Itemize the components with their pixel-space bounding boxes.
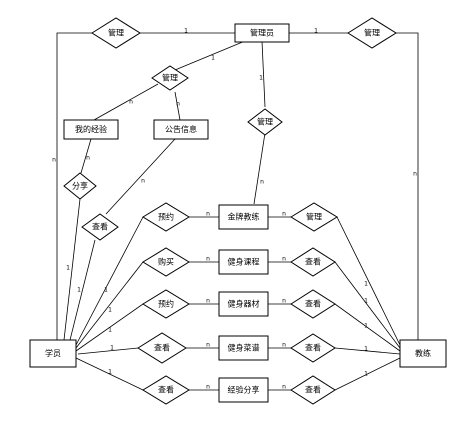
entity-notice-label: 公告信息 bbox=[165, 124, 197, 134]
relationship-view-recipe: 查看 bbox=[137, 332, 187, 364]
entity-fitness-course: 健身课程 bbox=[218, 249, 269, 275]
cardinality-one: 1 bbox=[66, 265, 70, 272]
cardinality-many: n bbox=[141, 178, 145, 185]
relationship-coach-manage-private: 管理 bbox=[290, 202, 338, 232]
relationship-coach-view-course: 查看 bbox=[290, 247, 336, 277]
relationship-book-equipment: 预约 bbox=[142, 289, 190, 319]
cardinality-many: n bbox=[206, 256, 210, 263]
cardinality-many: n bbox=[282, 298, 286, 305]
relationship-coach-view-course-label: 查看 bbox=[305, 257, 321, 267]
cardinality-many: n bbox=[206, 298, 210, 305]
entity-my-experience: 我的经验 bbox=[63, 119, 119, 140]
cardinality-one: 1 bbox=[364, 281, 368, 288]
relationship-view-notice-label: 查看 bbox=[92, 222, 108, 232]
cardinality-one: 1 bbox=[211, 55, 215, 62]
cardinality-many: n bbox=[206, 384, 210, 391]
relationship-share-label: 分享 bbox=[72, 181, 88, 191]
entity-experience-share-label: 经验分享 bbox=[228, 385, 260, 395]
entity-fitness-recipe: 健身菜谱 bbox=[218, 335, 269, 361]
relationship-coach-view-recipe-label: 查看 bbox=[305, 343, 321, 353]
entity-fitness-course-label: 健身课程 bbox=[228, 257, 260, 267]
relationship-coach-view-equipment: 查看 bbox=[290, 289, 336, 319]
cardinality-labels: 1 1 n n 1 n n 1 n n 1 n 1 n n n n n n n … bbox=[52, 28, 417, 391]
entity-student: 学员 bbox=[29, 339, 77, 368]
cardinality-many: n bbox=[206, 342, 210, 349]
cardinality-one: 1 bbox=[259, 75, 263, 82]
relationship-admin-student-label: 管理 bbox=[108, 28, 124, 38]
relationship-admin-private-coach-label: 管理 bbox=[257, 117, 273, 127]
cardinality-one: 1 bbox=[314, 28, 318, 35]
cardinality-many: n bbox=[260, 179, 264, 186]
cardinality-many: n bbox=[52, 157, 56, 164]
entity-experience-share: 经验分享 bbox=[218, 377, 269, 403]
relationship-share: 分享 bbox=[63, 172, 97, 200]
entity-fitness-equipment: 健身器材 bbox=[218, 291, 269, 317]
cardinality-one: 1 bbox=[108, 327, 112, 334]
connector-lines bbox=[56, 32, 419, 391]
cardinality-many: n bbox=[129, 99, 133, 106]
relationship-admin-student: 管理 bbox=[91, 17, 141, 49]
cardinality-one: 1 bbox=[108, 369, 112, 376]
relationship-book-coach: 预约 bbox=[142, 202, 190, 232]
relationship-buy-course-label: 购买 bbox=[158, 257, 174, 267]
cardinality-many: n bbox=[86, 155, 90, 162]
cardinality-many: n bbox=[413, 171, 417, 178]
cardinality-one: 1 bbox=[104, 287, 108, 294]
cardinality-one: 1 bbox=[184, 28, 188, 35]
cardinality-one: 1 bbox=[364, 346, 368, 353]
relationship-coach-view-recipe: 查看 bbox=[290, 333, 336, 363]
relationship-view-share-label: 查看 bbox=[158, 385, 174, 395]
relationship-coach-view-share-label: 查看 bbox=[305, 385, 321, 395]
relationship-book-equipment-label: 预约 bbox=[158, 299, 174, 309]
entity-my-experience-label: 我的经验 bbox=[75, 124, 107, 134]
relationship-admin-coach: 管理 bbox=[347, 17, 397, 49]
cardinality-one: 1 bbox=[110, 345, 114, 352]
relationship-admin-info: 管理 bbox=[151, 65, 189, 91]
relationship-coach-view-equipment-label: 查看 bbox=[305, 299, 321, 309]
cardinality-many: n bbox=[282, 256, 286, 263]
entity-private-coach: 金牌教练 bbox=[218, 204, 269, 230]
relationship-admin-coach-label: 管理 bbox=[364, 28, 380, 38]
cardinality-one: 1 bbox=[77, 287, 81, 294]
entity-private-coach-label: 金牌教练 bbox=[228, 212, 260, 222]
entity-admin: 管理员 bbox=[234, 23, 290, 43]
relationship-book-coach-label: 预约 bbox=[158, 212, 174, 222]
cardinality-many: n bbox=[206, 211, 210, 218]
cardinality-many: n bbox=[282, 384, 286, 391]
entity-admin-label: 管理员 bbox=[250, 28, 274, 38]
relationship-view-notice: 查看 bbox=[81, 213, 119, 241]
cardinality-one: 1 bbox=[364, 323, 368, 330]
relationship-coach-view-share: 查看 bbox=[290, 375, 336, 405]
relationship-view-recipe-label: 查看 bbox=[154, 343, 170, 353]
relationship-buy-course: 购买 bbox=[142, 247, 190, 277]
entity-fitness-recipe-label: 健身菜谱 bbox=[228, 343, 260, 353]
entity-notice: 公告信息 bbox=[153, 119, 209, 140]
entity-student-label: 学员 bbox=[45, 348, 61, 358]
relationship-coach-manage-private-label: 管理 bbox=[306, 212, 322, 222]
cardinality-many: n bbox=[176, 101, 180, 108]
relationship-admin-info-label: 管理 bbox=[162, 73, 178, 83]
entity-fitness-equipment-label: 健身器材 bbox=[228, 299, 260, 309]
relationship-view-share: 查看 bbox=[142, 375, 190, 405]
cardinality-one: 1 bbox=[364, 371, 368, 378]
cardinality-one: 1 bbox=[364, 298, 368, 305]
entity-coach-label: 教练 bbox=[415, 348, 431, 358]
cardinality-one: 1 bbox=[108, 307, 112, 314]
cardinality-many: n bbox=[282, 211, 286, 218]
relationship-admin-private-coach: 管理 bbox=[247, 108, 283, 136]
entity-coach: 教练 bbox=[399, 339, 447, 368]
cardinality-many: n bbox=[282, 342, 286, 349]
